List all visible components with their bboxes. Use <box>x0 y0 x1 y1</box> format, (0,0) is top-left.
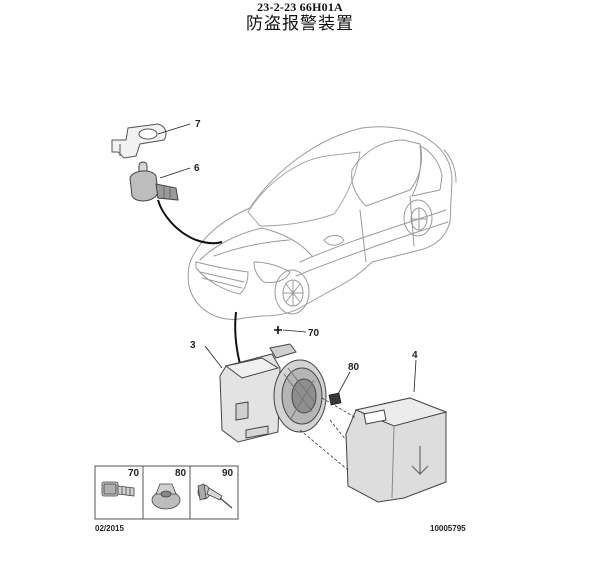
callout-70: 70 <box>308 328 320 339</box>
part-4-cover <box>345 397 448 503</box>
rivet-icon <box>197 483 233 509</box>
part-80-nut <box>328 392 342 406</box>
diagram-code: 23-2-23 66H01A <box>257 0 343 14</box>
diagram-title: 防盗报警装置 <box>246 14 354 34</box>
fastener-legend: 70 80 90 <box>94 465 239 520</box>
part-7-bracket <box>111 123 167 159</box>
callout-3: 3 <box>190 340 196 351</box>
car-illustration <box>187 126 457 320</box>
callout-6: 6 <box>194 163 200 174</box>
siren-cable <box>234 311 241 365</box>
footer-reference: 10005795 <box>430 524 466 533</box>
legend-label-70: 70 <box>128 468 140 479</box>
sensor-cable <box>157 199 223 245</box>
legend-label-80: 80 <box>175 468 187 479</box>
callout-4: 4 <box>412 350 418 361</box>
part-3-siren <box>219 343 327 443</box>
footer-date: 02/2015 <box>95 524 124 533</box>
callout-80: 80 <box>348 362 360 373</box>
leader-lines <box>157 123 417 395</box>
assembly-lines <box>299 397 357 471</box>
legend-label-90: 90 <box>222 468 234 479</box>
plus-marker <box>274 326 282 334</box>
callout-7: 7 <box>195 119 201 130</box>
nut-icon <box>151 483 181 510</box>
part-6-sensor <box>129 161 179 202</box>
screw-icon <box>101 481 135 497</box>
